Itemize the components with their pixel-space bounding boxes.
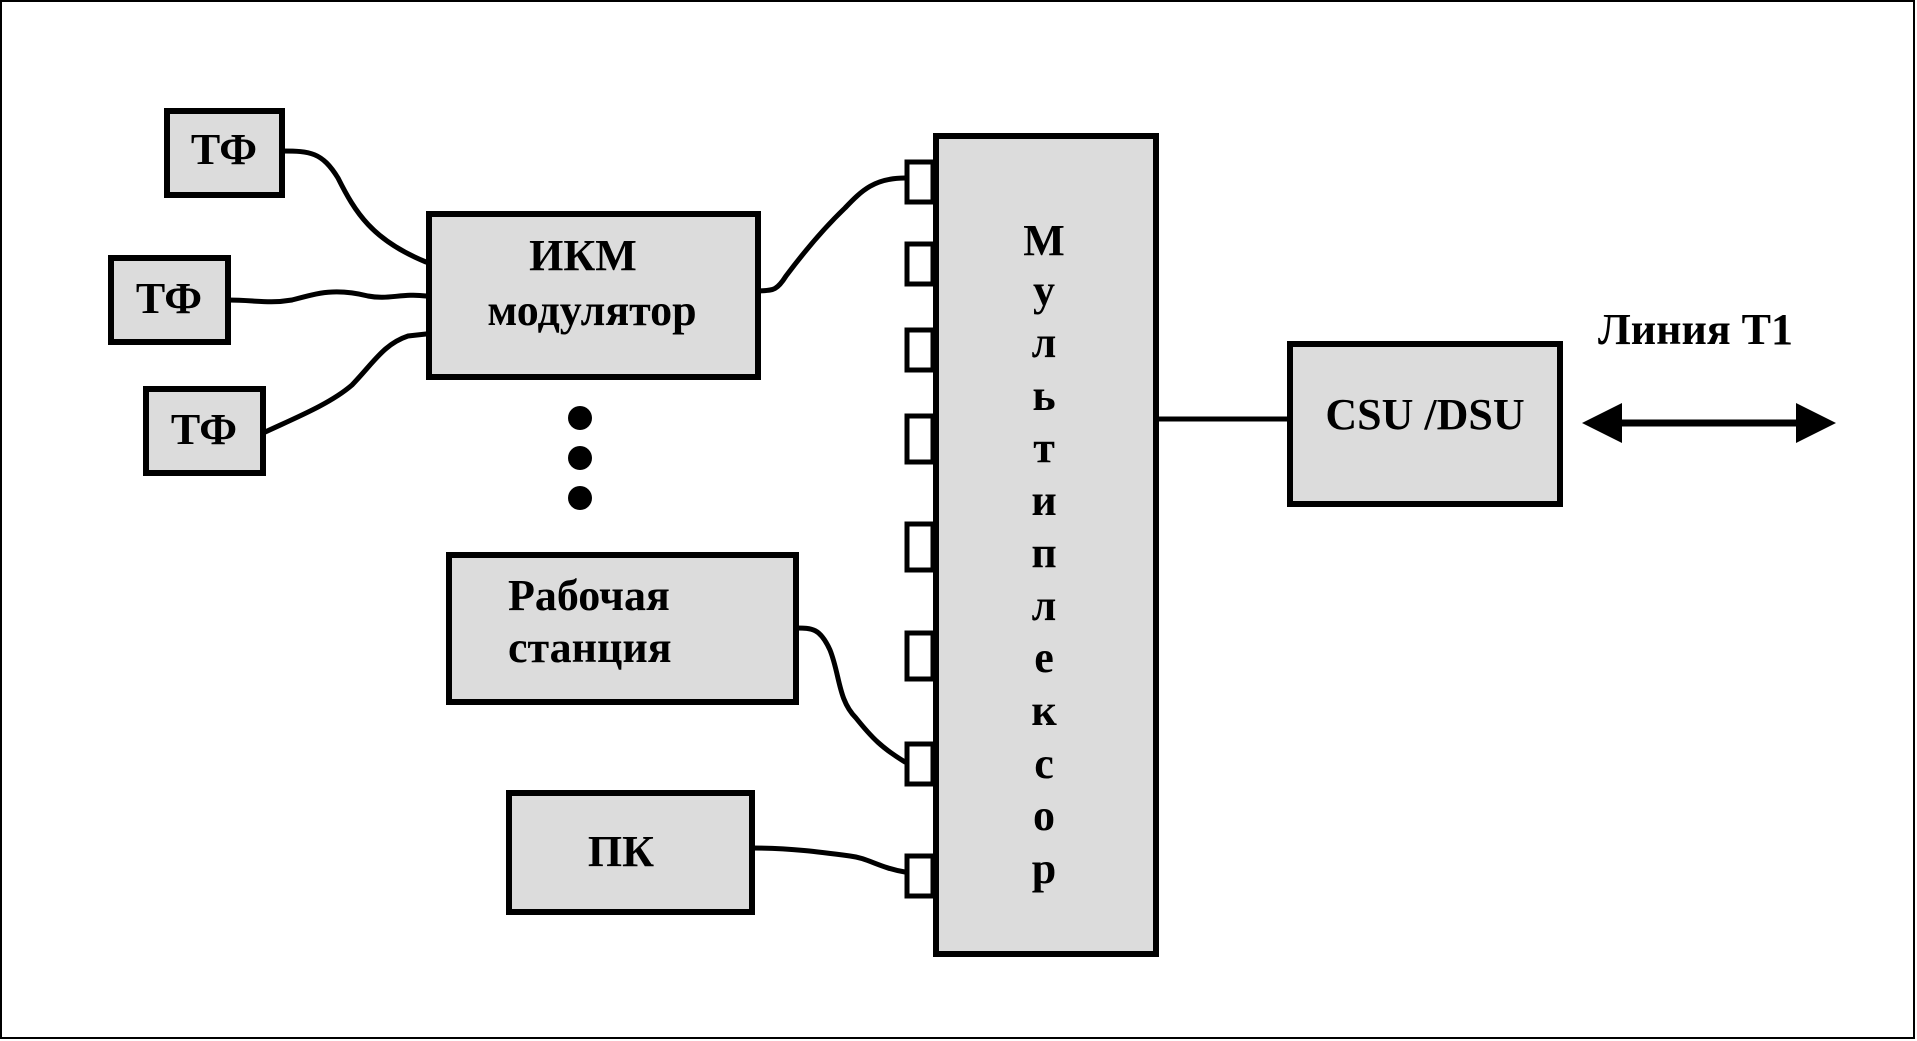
- multiplexer-port-8: [904, 853, 936, 899]
- multiplexer-letter-6: и: [1031, 476, 1056, 525]
- multiplexer-port-7: [904, 741, 936, 787]
- multiplexer-letter-13: р: [1032, 844, 1056, 893]
- multiplexer-letter-1: М: [1023, 216, 1065, 265]
- multiplexer-letter-7: п: [1031, 528, 1056, 577]
- multiplexer-port-4: [904, 413, 936, 465]
- workstation-line2: станция: [508, 623, 672, 672]
- multiplexer-port-2: [904, 241, 936, 287]
- workstation: Рабочая станция: [446, 552, 799, 705]
- multiplexer-letter-2: у: [1033, 266, 1055, 315]
- t1-line-arrowhead-left: [1582, 403, 1622, 443]
- multiplexer-letter-3: л: [1032, 318, 1057, 367]
- multiplexer: М у л ь т и п л е к с о р: [904, 133, 1159, 957]
- multiplexer-letter-12: о: [1033, 791, 1055, 840]
- pcm-modulator-line2: модулятор: [487, 286, 696, 335]
- wire-telephone-3-to-modulator: [260, 331, 429, 436]
- csu-dsu-label: CSU /DSU: [1325, 390, 1524, 439]
- multiplexer-port-5: [904, 521, 936, 573]
- csu-dsu: CSU /DSU: [1287, 341, 1563, 507]
- pcm-modulator: ИКМ модулятор: [426, 211, 761, 380]
- t1-line-arrowhead-right: [1796, 403, 1836, 443]
- wire-pc-to-multiplexer: [749, 845, 908, 875]
- multiplexer-letter-8: л: [1032, 581, 1057, 630]
- multiplexer-port-1: [904, 159, 936, 205]
- telephone-3-label: ТФ: [171, 405, 237, 454]
- multiplexer-port-3: [904, 327, 936, 373]
- telephone-1: ТФ: [164, 108, 285, 198]
- ellipsis-dots: [568, 406, 592, 510]
- multiplexer-letter-10: к: [1031, 686, 1057, 735]
- telephone-3: ТФ: [143, 386, 266, 476]
- wire-telephone-2-to-modulator: [225, 289, 429, 305]
- multiplexer-letter-9: е: [1034, 633, 1054, 682]
- telephone-2-label: ТФ: [136, 274, 202, 323]
- t1-line-label: Линия Т1: [1598, 305, 1793, 354]
- multiplexer-port-6: [904, 630, 936, 682]
- pc: ПК: [506, 790, 755, 915]
- telephone-2: ТФ: [108, 255, 231, 345]
- t1-line: Линия Т1: [1582, 305, 1836, 443]
- workstation-line1: Рабочая: [508, 571, 670, 620]
- multiplexer-letter-4: ь: [1032, 371, 1055, 420]
- wire-workstation-to-multiplexer: [793, 625, 908, 765]
- wire-modulator-to-multiplexer: [755, 175, 908, 294]
- telephone-1-label: ТФ: [191, 125, 257, 174]
- multiplexer-letter-11: с: [1034, 739, 1054, 788]
- pcm-modulator-line1: ИКМ: [529, 231, 637, 280]
- pc-label: ПК: [588, 827, 654, 876]
- multiplexer-letter-5: т: [1033, 423, 1055, 472]
- wire-telephone-1-to-modulator: [279, 148, 429, 265]
